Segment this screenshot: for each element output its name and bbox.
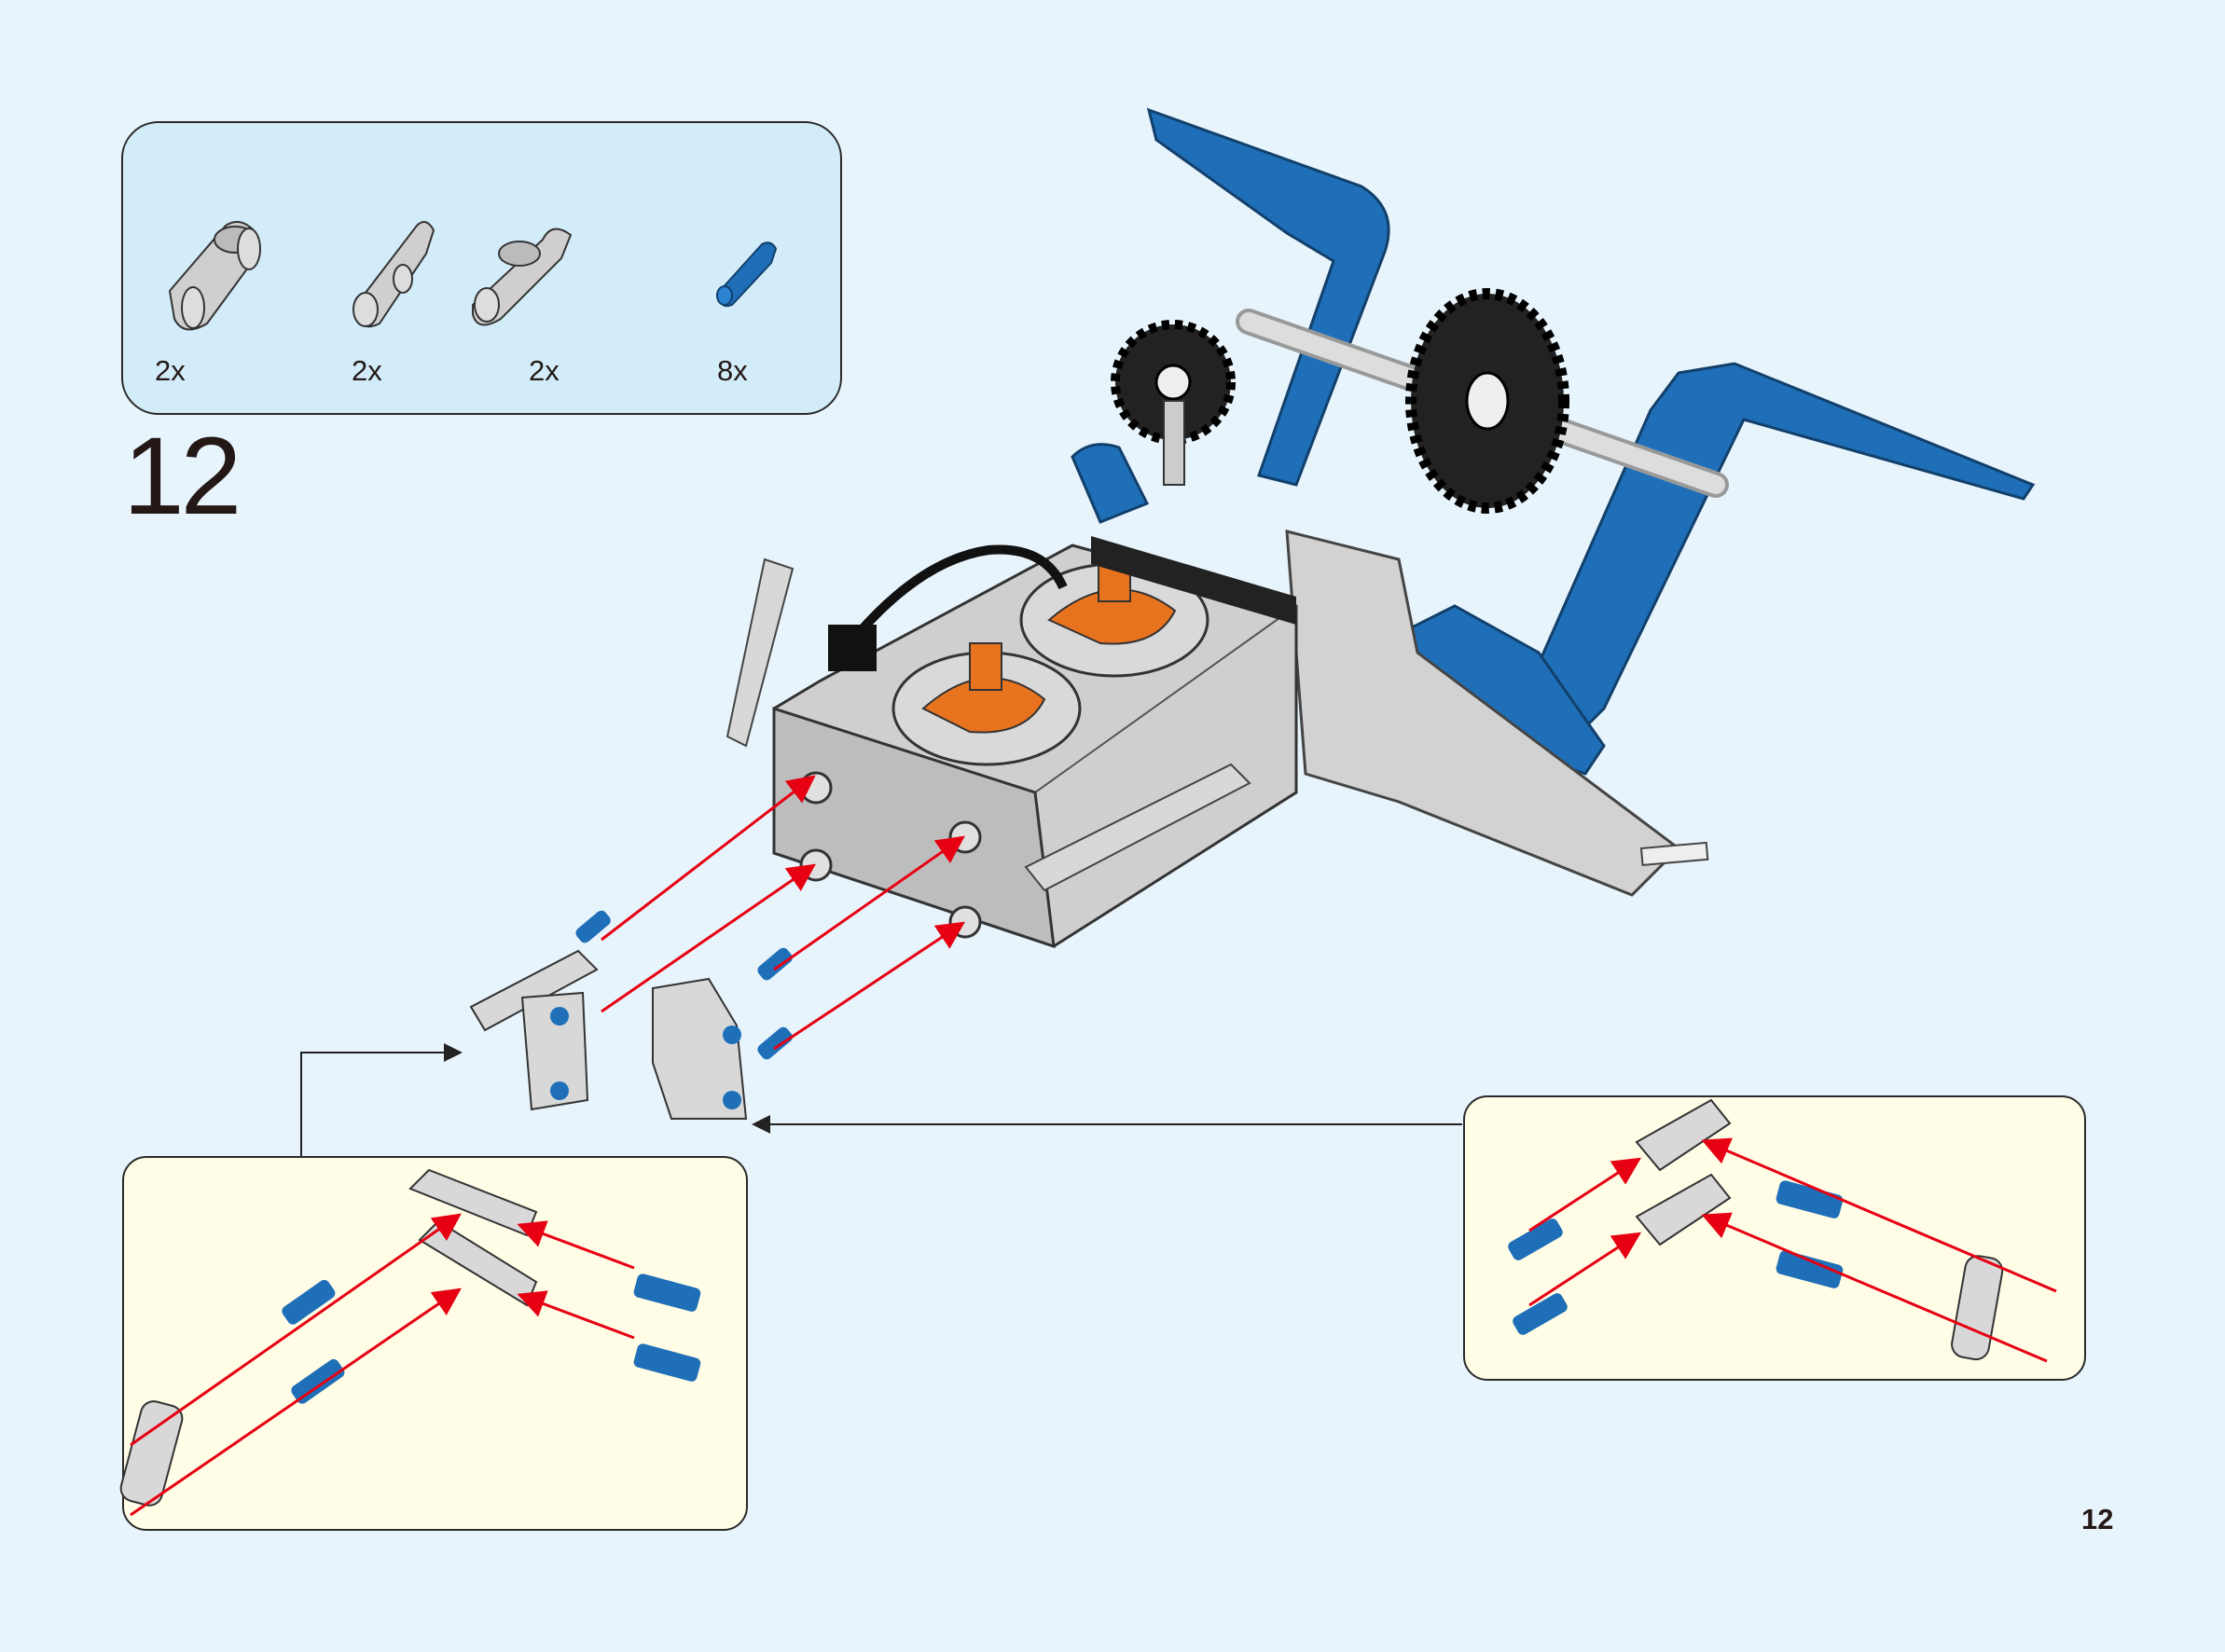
grey-side-beams xyxy=(726,558,1709,892)
axle-pin-connector-icon xyxy=(472,227,573,326)
page-number: 12 xyxy=(2081,1503,2114,1535)
assembly-arrows xyxy=(601,775,965,1051)
part-qty: 2x xyxy=(352,354,382,387)
part-qty: 8x xyxy=(717,354,748,387)
step-number: 12 xyxy=(123,415,242,538)
parts-icons xyxy=(168,221,778,331)
motor-output-hubs xyxy=(891,554,1209,766)
black-beam xyxy=(1091,536,1296,625)
part-qty: 2x xyxy=(529,354,560,387)
part-qty: 2x xyxy=(155,354,186,387)
small-gear xyxy=(1111,320,1236,486)
callout-right-contents xyxy=(1508,1098,2057,1363)
loose-connector-assembly-right xyxy=(652,947,793,1120)
blue-axle-pin-icon xyxy=(716,241,778,308)
loose-connector-assembly-left xyxy=(469,910,611,1111)
double-pin-connector-icon xyxy=(168,221,261,331)
callout-left-contents xyxy=(119,1168,701,1517)
blue-frame-left xyxy=(1071,107,1390,524)
parts-list-box: 2x 2x 2x 8x xyxy=(121,121,842,415)
callout-leader-left xyxy=(300,1043,463,1156)
angle-connector-icon xyxy=(352,221,435,328)
large-gear xyxy=(1405,288,1569,514)
motor-cable xyxy=(828,544,1068,671)
